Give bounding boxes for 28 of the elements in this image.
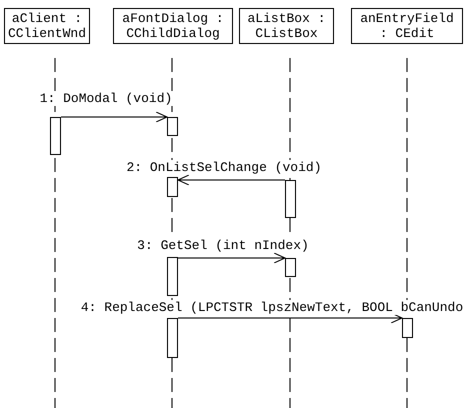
object-box bbox=[113, 8, 233, 44]
object-box bbox=[4, 8, 90, 44]
message-label: 4: ReplaceSel (LPCTSTR lpszNewText, BOOL bCanUndo bbox=[80, 300, 464, 315]
message-arrow bbox=[178, 174, 286, 186]
message-arrow bbox=[60, 112, 168, 122]
activation-bar bbox=[167, 177, 178, 197]
message-label: 2: OnListSelChange (void) bbox=[126, 160, 322, 175]
object-name: aClient : bbox=[12, 11, 82, 26]
object-box bbox=[351, 8, 463, 44]
object-name: : CEdit bbox=[380, 26, 434, 41]
object-name: anEntryField bbox=[360, 11, 454, 26]
message-label: 3: GetSel (int nIndex) bbox=[137, 238, 309, 253]
activation-bar bbox=[285, 258, 296, 277]
activation-bar bbox=[167, 117, 178, 136]
message-label: 1: DoModal (void) bbox=[40, 91, 172, 106]
activation-bar bbox=[50, 117, 61, 155]
object-name: aListBox : bbox=[247, 11, 326, 26]
object-name: CListBox bbox=[255, 26, 318, 41]
object-box bbox=[239, 8, 334, 44]
activation-bar bbox=[285, 180, 296, 218]
object-name: CClientWnd bbox=[8, 26, 86, 41]
message-arrow bbox=[178, 312, 402, 324]
activation-bar bbox=[167, 318, 178, 358]
activation-bar bbox=[167, 257, 178, 296]
object-name: aFontDialog : bbox=[122, 11, 224, 26]
activation-bar bbox=[402, 318, 413, 338]
object-name: CChildDialog bbox=[126, 26, 220, 41]
message-arrow bbox=[178, 252, 286, 264]
